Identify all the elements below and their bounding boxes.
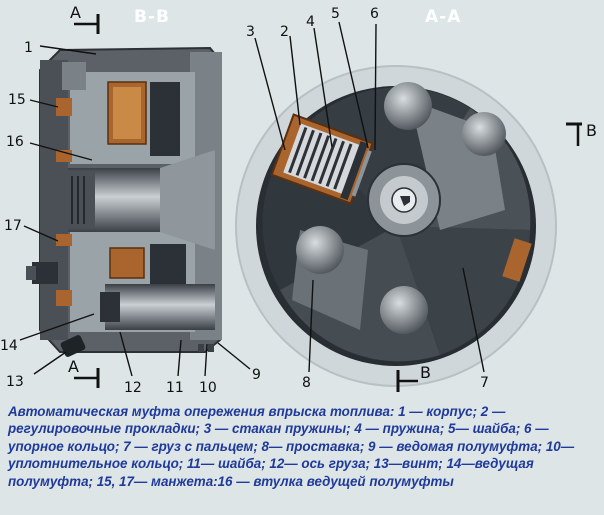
callout-10: 10: [199, 380, 217, 396]
callout-7: 7: [480, 375, 489, 391]
callout-8: 8: [302, 375, 311, 391]
section-aa-marker: А-А В В: [396, 7, 597, 392]
callout-17: 17: [4, 218, 22, 234]
callout-5: 5: [331, 6, 340, 22]
callout-2: 2: [280, 24, 289, 40]
screw-13-icon: [60, 335, 86, 357]
section-bb-marker: А А В-В: [68, 3, 170, 388]
callout-6: 6: [370, 6, 379, 22]
callout-3: 3: [246, 24, 255, 40]
callout-15: 15: [8, 92, 26, 108]
section-a-bottom-label: А: [68, 357, 79, 376]
callout-14: 14: [0, 338, 18, 354]
section-b-right-label: В: [586, 121, 597, 140]
section-a-top-label: А: [70, 3, 81, 22]
section-aa-title: А-А: [425, 7, 461, 27]
section-b-bottom-label: В: [420, 363, 431, 382]
section-bb-title: В-В: [134, 7, 170, 27]
section-bb-view: [26, 46, 222, 357]
diagram-caption: Автоматическая муфта опережения впрыска …: [8, 404, 575, 489]
callout-4: 4: [306, 14, 315, 30]
section-aa-view: [235, 65, 557, 387]
callout-13: 13: [6, 374, 24, 390]
callout-1: 1: [24, 40, 33, 56]
callout-9: 9: [252, 367, 261, 383]
leader-lines: [19, 21, 485, 377]
callout-12: 12: [124, 380, 142, 396]
callout-11: 11: [166, 380, 184, 396]
callout-numbers: 1 2 3 4 5 6 7 8 9 10 11 12 13 14 15 16 1…: [0, 6, 489, 396]
callout-16: 16: [6, 134, 24, 150]
